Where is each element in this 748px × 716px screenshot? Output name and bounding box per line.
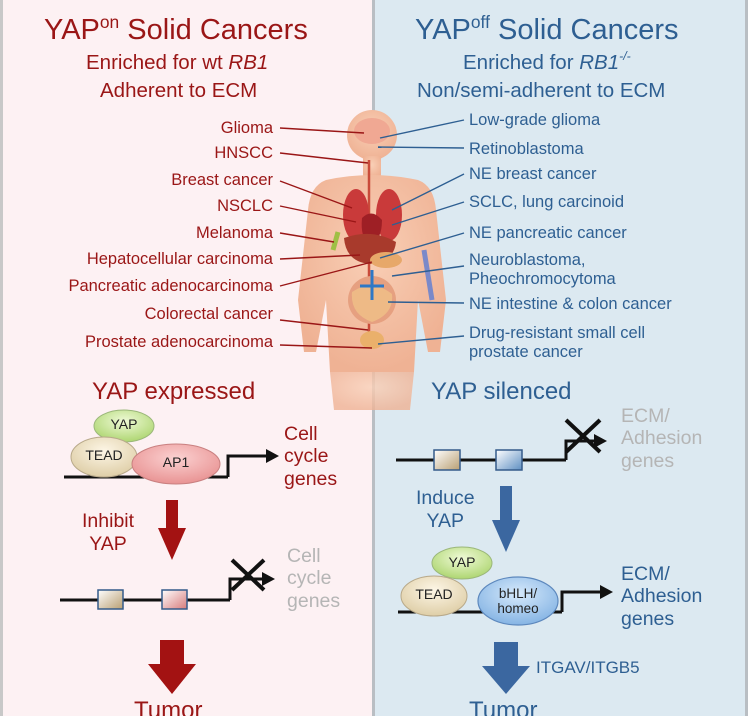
cancer-label: Neuroblastoma, Pheochromocytoma — [469, 251, 616, 288]
cancer-label: Pancreatic adenocarcinoma — [68, 277, 273, 295]
cell-cycle-genes-label: Cell cycle genes — [284, 423, 338, 490]
human-body-illustration — [298, 110, 446, 410]
silenced-ecm-genes-label: ECM/ Adhesion genes — [621, 405, 703, 472]
inhibit-yap-arrow — [158, 500, 186, 560]
cancer-label: NE breast cancer — [469, 165, 597, 183]
cancer-label: Melanoma — [195, 224, 273, 242]
left-tumor-label: Tumor — [134, 697, 203, 716]
left-active-transcription — [64, 409, 279, 485]
cancer-label: HNSCC — [214, 144, 273, 162]
left-tumor-arrow — [148, 640, 196, 694]
cancer-label: Drug-resistant small cell prostate cance… — [469, 324, 646, 361]
silenced-cell-cycle-genes-label: Cell cycle genes — [287, 545, 341, 612]
cancer-label: Low-grade glioma — [469, 111, 601, 129]
ap1-protein-label: AP1 — [162, 454, 190, 470]
ecm-adhesion-genes-label: ECM/ Adhesion genes — [621, 563, 703, 630]
cancer-label: Hepatocellular carcinoma — [86, 250, 273, 268]
cancer-label: Retinoblastoma — [469, 140, 584, 158]
right-tumor-label: Tumor — [469, 697, 538, 716]
cancer-label: NE pancreatic cancer — [469, 224, 627, 242]
cancer-label: Colorectal cancer — [144, 305, 273, 323]
cancer-label: NSCLC — [217, 197, 273, 215]
left-silenced-transcription — [60, 558, 275, 610]
cancer-label: Prostate adenocarcinoma — [84, 333, 273, 351]
induce-yap-label: Induce YAP — [416, 487, 475, 533]
cancer-label: SCLC, lung carcinoid — [469, 193, 624, 211]
yap-silenced-label: YAP silenced — [431, 378, 572, 405]
right-subtitle-rb1: Enriched for RB1-/- — [463, 49, 631, 74]
right-silenced-transcription — [396, 418, 607, 471]
left-subtitle-rb1: Enriched for wt RB1 — [86, 51, 269, 74]
cancer-label: NE intestine & colon cancer — [469, 295, 672, 313]
left-leader-lines — [279, 127, 373, 349]
yap-protein-label: YAP — [448, 554, 476, 570]
tead-protein-label: TEAD — [85, 447, 123, 463]
left-subtitle-adherent: Adherent to ECM — [100, 79, 258, 102]
left-title: YAPon Solid Cancers — [44, 12, 308, 46]
right-subtitle-adherent: Non/semi-adherent to ECM — [417, 79, 666, 102]
cancer-label: Breast cancer — [171, 171, 273, 189]
inhibit-yap-label: Inhibit YAP — [82, 510, 135, 556]
cancer-label: Glioma — [220, 119, 273, 137]
yap-protein-label: YAP — [110, 416, 138, 432]
right-active-transcription — [398, 546, 613, 626]
tead-protein-label: TEAD — [415, 586, 453, 602]
yap-expressed-label: YAP expressed — [92, 378, 256, 405]
right-title: YAPoff Solid Cancers — [415, 12, 679, 46]
right-leader-lines — [377, 119, 465, 345]
bhlh-homeo-protein-label: bHLH/ homeo — [497, 586, 539, 616]
induce-yap-arrow — [492, 486, 520, 552]
integrin-label: ITGAV/ITGB5 — [536, 658, 640, 677]
right-tumor-arrow — [482, 642, 530, 694]
